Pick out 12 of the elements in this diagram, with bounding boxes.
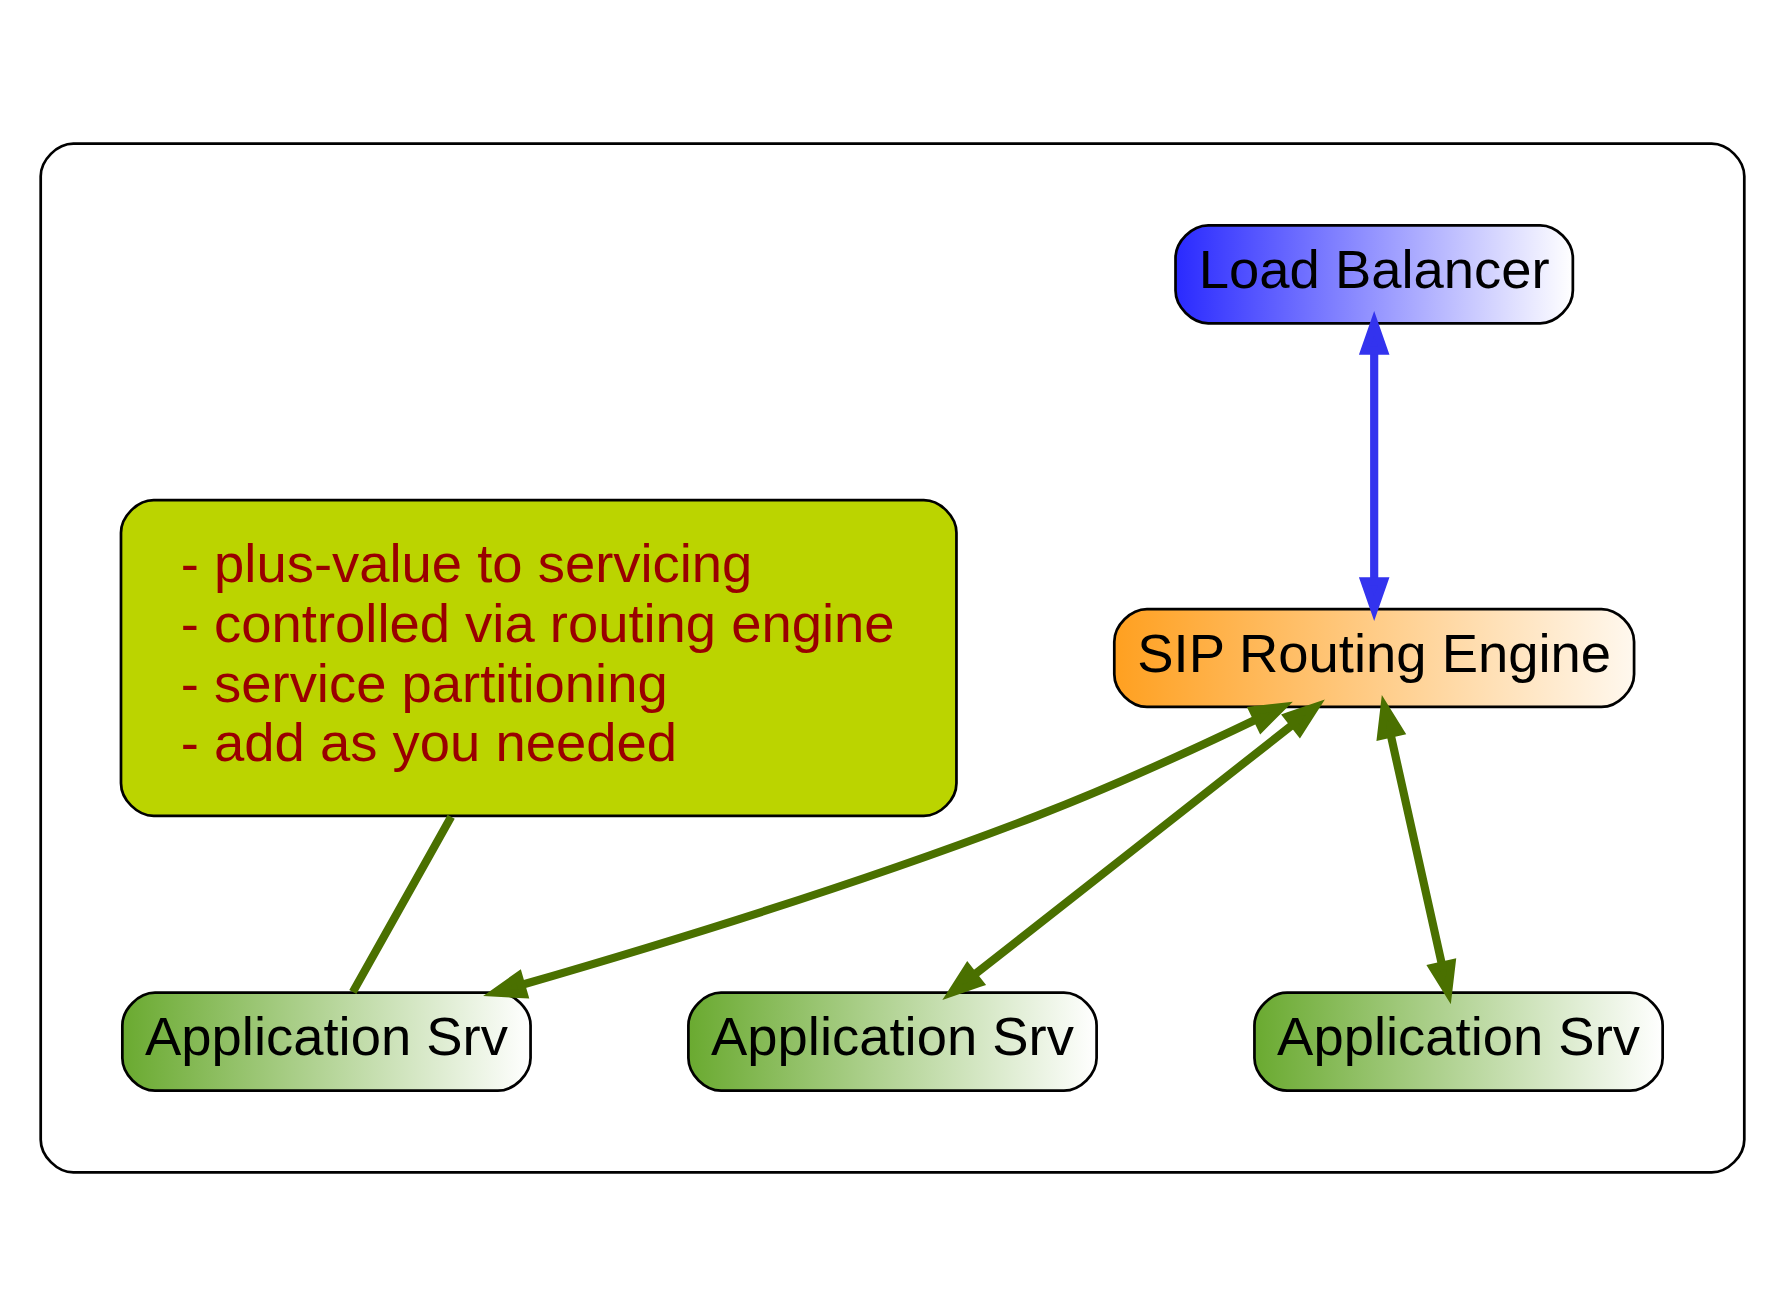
- node-box: Application Srv: [1253, 991, 1664, 1093]
- node-box: SIP Routing Engine: [1112, 607, 1636, 709]
- cluster: [39, 142, 1746, 1174]
- connector: [349, 814, 455, 994]
- arrow: [942, 699, 1325, 1000]
- arrow: [1358, 311, 1390, 621]
- arrow: [483, 701, 1293, 999]
- node-box: Application Srv: [687, 991, 1098, 1093]
- node-box: Load Balancer: [1174, 223, 1575, 325]
- node-box: - plus-value to servicing - controlled via routing engine - service partitioning - add as you needed: [119, 498, 958, 818]
- arrow: [1376, 695, 1457, 1005]
- node-box: Application Srv: [121, 991, 532, 1093]
